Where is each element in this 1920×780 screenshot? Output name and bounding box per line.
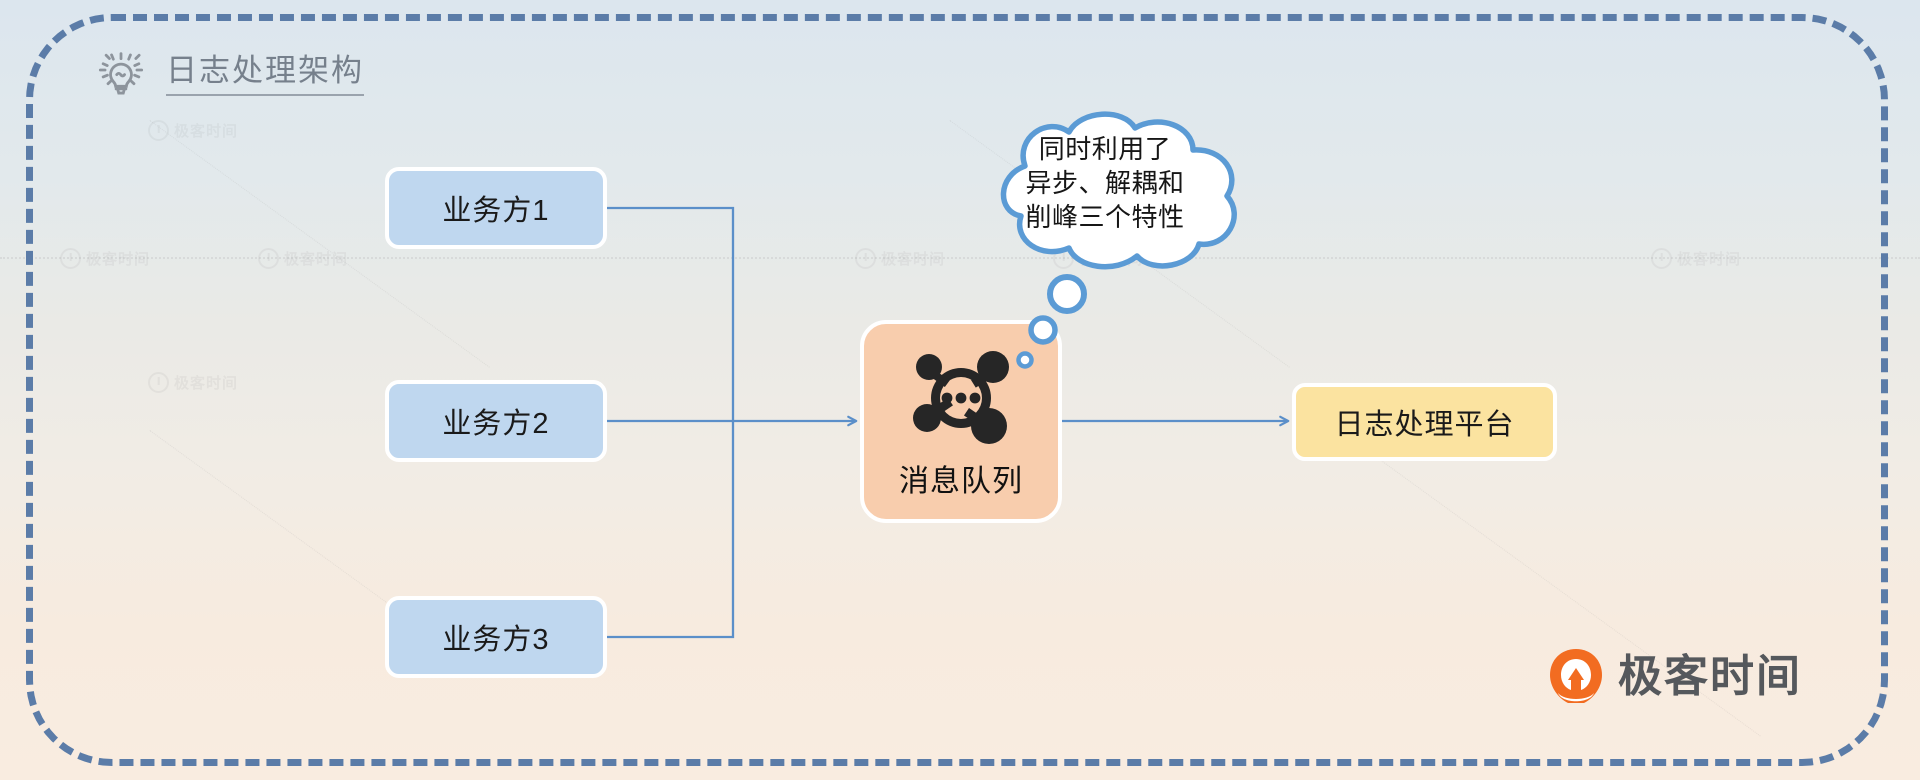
- thought-cloud-text: 同时利用了 异步、解耦和 削峰三个特性: [955, 133, 1255, 234]
- watermark-mark-icon: [148, 120, 169, 141]
- node-biz1-label: 业务方1: [442, 195, 550, 227]
- node-biz3[interactable]: 业务方3: [385, 596, 607, 678]
- thought-dot-small: [1016, 351, 1034, 369]
- watermark-mark-icon: [148, 372, 169, 393]
- watermark-mark-icon: [258, 248, 279, 269]
- watermark-mark-icon: [1651, 248, 1672, 269]
- watermark-label: 极客时间: [1677, 251, 1742, 268]
- thought-dot-medium: [1028, 315, 1058, 345]
- watermark-label: 极客时间: [881, 251, 946, 268]
- node-biz1[interactable]: 业务方1: [385, 167, 607, 249]
- watermark: 极客时间: [148, 120, 238, 141]
- node-log-platform-label: 日志处理平台: [1334, 409, 1515, 441]
- node-biz2-label: 业务方2: [442, 408, 550, 440]
- node-biz2[interactable]: 业务方2: [385, 380, 607, 462]
- diagram-title-group: 日志处理架构: [92, 46, 364, 104]
- watermark-label: 极客时间: [174, 123, 239, 140]
- brand-logo: 极客时间: [1548, 648, 1802, 706]
- node-message-queue-label: 消息队列: [899, 465, 1023, 498]
- watermark-label: 极客时间: [284, 251, 349, 268]
- watermark: 极客时间: [60, 248, 150, 269]
- thought-dot-large: [1047, 274, 1087, 314]
- lightbulb-icon: [98, 52, 144, 95]
- watermark-mark-icon: [60, 248, 81, 269]
- watermark-mark-icon: [855, 248, 876, 269]
- connector-biz3-to-queue: [607, 421, 735, 639]
- watermark: 极客时间: [855, 248, 945, 269]
- node-biz3-label: 业务方3: [442, 624, 550, 656]
- node-log-platform[interactable]: 日志处理平台: [1292, 383, 1557, 461]
- cloud-line-2: 异步、解耦和: [1025, 167, 1185, 198]
- message-queue-icon: [913, 351, 1009, 444]
- node-message-queue[interactable]: 消息队列: [860, 320, 1062, 523]
- brand-name: 极客时间: [1618, 652, 1802, 701]
- watermark: 极客时间: [148, 372, 238, 393]
- watermark-label: 极客时间: [174, 375, 239, 392]
- watermark-label: 极客时间: [86, 251, 151, 268]
- thought-cloud-callout: 同时利用了 异步、解耦和 削峰三个特性: [955, 108, 1255, 273]
- connector-biz1-to-queue: [607, 206, 735, 421]
- watermark: 极客时间: [258, 248, 348, 269]
- watermark: 极客时间: [1651, 248, 1741, 269]
- cloud-line-3: 削峰三个特性: [1025, 201, 1185, 232]
- geekbang-logo-icon: [1550, 649, 1602, 703]
- watermark-rule: [0, 257, 1920, 259]
- cloud-shape: [1000, 111, 1237, 270]
- cloud-line-1: 同时利用了: [1038, 134, 1172, 164]
- page-title: 日志处理架构: [166, 54, 364, 96]
- thought-bubble-dots: [1016, 274, 1087, 369]
